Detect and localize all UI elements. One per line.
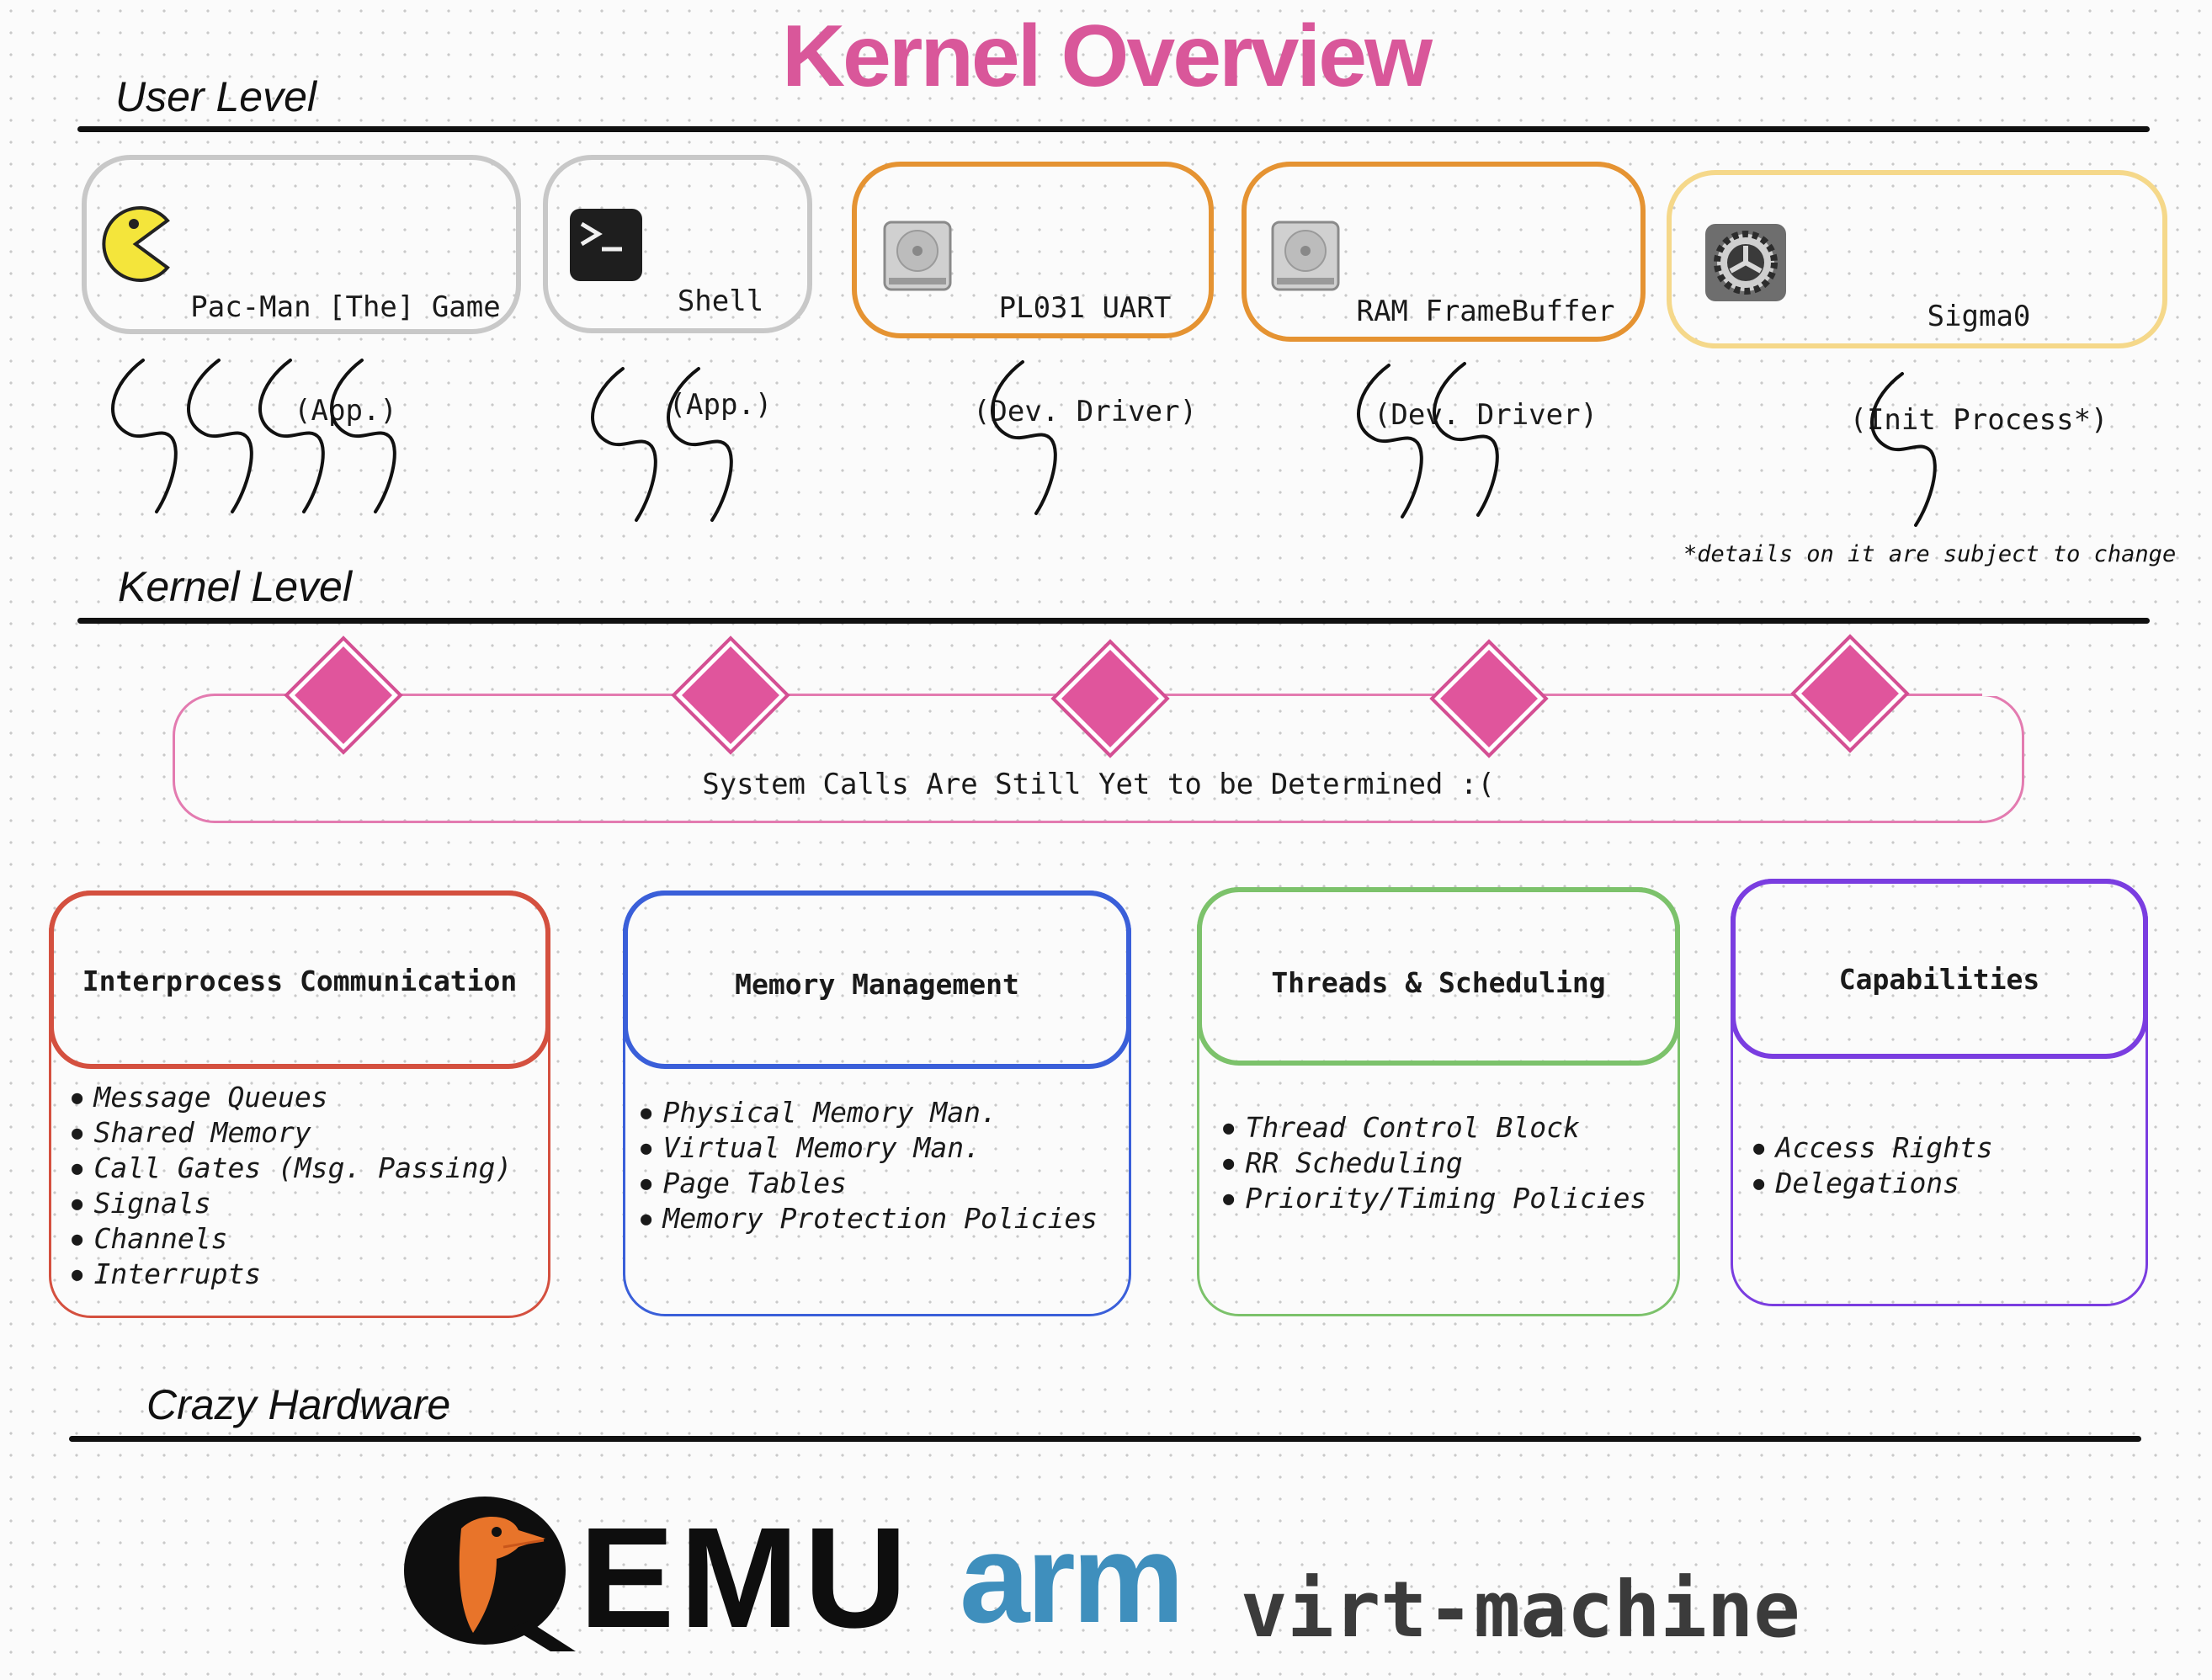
user-level-rule <box>77 126 2150 132</box>
subsystem-header: Interprocess Communication <box>49 891 550 1069</box>
app-name: Shell <box>677 284 764 318</box>
list-item: Memory Protection Policies <box>641 1201 1098 1236</box>
app-box-pl031-uart[interactable]: PL031 UART (Dev. Driver) <box>852 162 1214 428</box>
footnote: *details on it are subject to change <box>1683 541 2177 567</box>
thread-squiggle <box>186 359 253 513</box>
app-type: (App.) <box>668 388 773 422</box>
hardware-level-rule <box>69 1436 2141 1442</box>
subsystem-title: Interprocess Communication <box>82 965 518 997</box>
list-item: Call Gates (Msg. Passing) <box>72 1151 513 1186</box>
thread-squiggles <box>110 359 1937 527</box>
subsystem-card-ipc[interactable]: Interprocess Communication Message Queue… <box>49 891 550 1318</box>
thread-squiggle <box>258 359 325 513</box>
app-box-pacman[interactable]: Pac-Man [The] Game (App.) <box>82 155 521 428</box>
subsystem-items: Message Queues Shared Memory Call Gates … <box>72 1080 513 1292</box>
list-item: Physical Memory Man. <box>641 1095 1098 1130</box>
subsystem-header: Memory Management <box>623 891 1131 1069</box>
thread-squiggle <box>329 359 396 513</box>
syscalls-label: System Calls Are Still Yet to be Determi… <box>702 768 1495 801</box>
subsystem-items: Thread Control Block RR Scheduling Prior… <box>1223 1110 1647 1216</box>
thread-squiggle <box>990 360 1057 515</box>
subsystem-header: Threads & Scheduling <box>1197 887 1680 1066</box>
thread-squiggle <box>110 359 178 513</box>
user-level-label: User Level <box>115 73 316 120</box>
list-item: Channels <box>72 1221 512 1257</box>
list-item: Access Rights <box>1753 1130 1993 1166</box>
terminal-icon <box>570 209 642 281</box>
arm-logo-text: arm <box>960 1507 1184 1649</box>
subsystem-title: Capabilities <box>1838 963 2040 996</box>
subsystem-items: Access Rights Delegations <box>1753 1130 1993 1201</box>
kernel-level-rule <box>77 618 2150 624</box>
app-box-ram-framebuffer[interactable]: RAM FrameBuffer (Dev. Driver) <box>1242 162 1646 432</box>
app-box-sigma0[interactable]: Sigma0 (Init Process*) <box>1667 170 2167 437</box>
qemu-logo-icon <box>404 1497 576 1651</box>
list-item: Virtual Memory Man. <box>641 1130 1098 1166</box>
machine-text: virt-machine <box>1241 1565 1800 1655</box>
app-box-shell[interactable]: Shell (App.) <box>543 155 812 422</box>
subsystem-header: Capabilities <box>1731 879 2148 1059</box>
list-item: Delegations <box>1753 1166 1993 1201</box>
app-type: (Init Process*) <box>1849 403 2108 437</box>
hardware-level-label: Crazy Hardware <box>146 1381 451 1428</box>
list-item: Page Tables <box>641 1166 1098 1201</box>
kernel-level-label: Kernel Level <box>118 563 352 610</box>
thread-squiggle <box>1869 372 1937 527</box>
app-type: (Dev. Driver) <box>972 395 1198 428</box>
subsystem-title: Threads & Scheduling <box>1271 966 1606 999</box>
list-item: Message Queues <box>72 1080 512 1115</box>
gear-icon <box>1705 224 1786 301</box>
subsystem-card-memory[interactable]: Memory Management Physical Memory Man. V… <box>623 891 1131 1316</box>
subsystem-card-capabilities[interactable]: Capabilities Access Rights Delegations <box>1731 879 2148 1306</box>
thread-squiggle <box>666 367 733 522</box>
thread-squiggle <box>1356 364 1423 518</box>
page-title: Kernel Overview <box>781 8 1433 105</box>
list-item: RR Scheduling <box>1223 1146 1646 1181</box>
pacman-icon <box>102 206 170 282</box>
app-type: (Dev. Driver) <box>1373 398 1598 432</box>
list-item: Interrupts <box>72 1257 512 1292</box>
subsystem-items: Physical Memory Man. Virtual Memory Man.… <box>641 1095 1098 1236</box>
list-item: Thread Control Block <box>1223 1110 1646 1146</box>
app-type: (App.) <box>294 394 397 428</box>
thread-squiggle <box>590 367 657 522</box>
app-name: PL031 UART <box>998 291 1172 325</box>
subsystem-card-threads[interactable]: Threads & Scheduling Thread Control Bloc… <box>1197 887 1680 1316</box>
app-name: Pac-Man [The] Game <box>190 290 501 324</box>
list-item: Signals <box>72 1186 512 1221</box>
qemu-text: EMU <box>579 1498 912 1658</box>
thread-squiggle <box>1432 362 1499 517</box>
list-item: Shared Memory <box>72 1115 512 1151</box>
list-item: Priority/Timing Policies <box>1223 1181 1647 1216</box>
app-name: Sigma0 <box>1927 300 2031 333</box>
hard-drive-icon <box>1271 221 1340 291</box>
app-name: RAM FrameBuffer <box>1356 295 1615 328</box>
subsystem-title: Memory Management <box>735 968 1019 1001</box>
hard-drive-icon <box>883 221 952 291</box>
